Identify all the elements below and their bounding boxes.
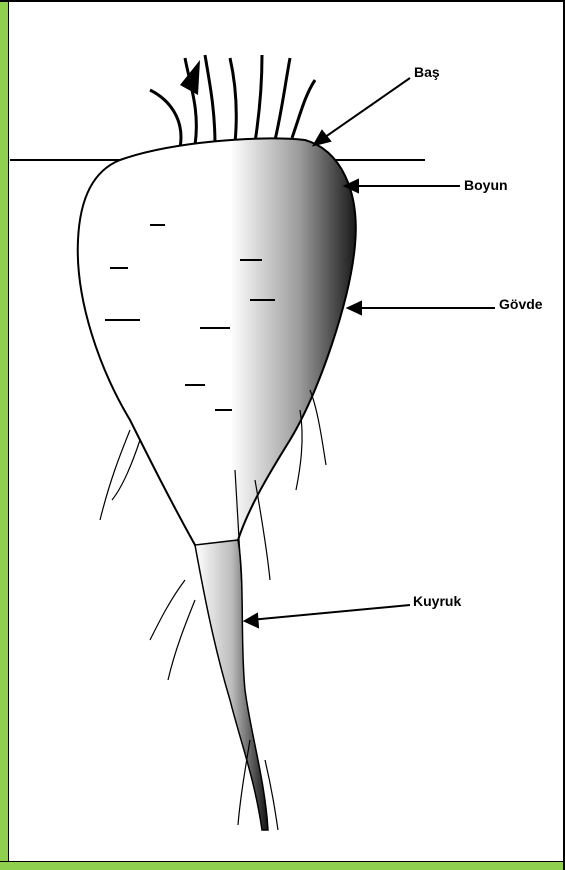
- root-tail: [195, 540, 268, 830]
- arrow-head-tip: [314, 131, 330, 145]
- label-tail: Kuyruk: [413, 593, 461, 609]
- label-head: Baş: [414, 64, 440, 80]
- label-neck: Boyun: [464, 177, 508, 193]
- arrow-tail-line: [250, 605, 410, 620]
- arrow-body-tip: [348, 302, 361, 314]
- arrow-head-line: [318, 78, 410, 142]
- arrow-tail-tip: [245, 614, 258, 627]
- root-body: [78, 138, 356, 557]
- label-body: Gövde: [499, 296, 543, 312]
- leaf-stalks: [150, 55, 315, 148]
- crown-shadow: [180, 60, 200, 95]
